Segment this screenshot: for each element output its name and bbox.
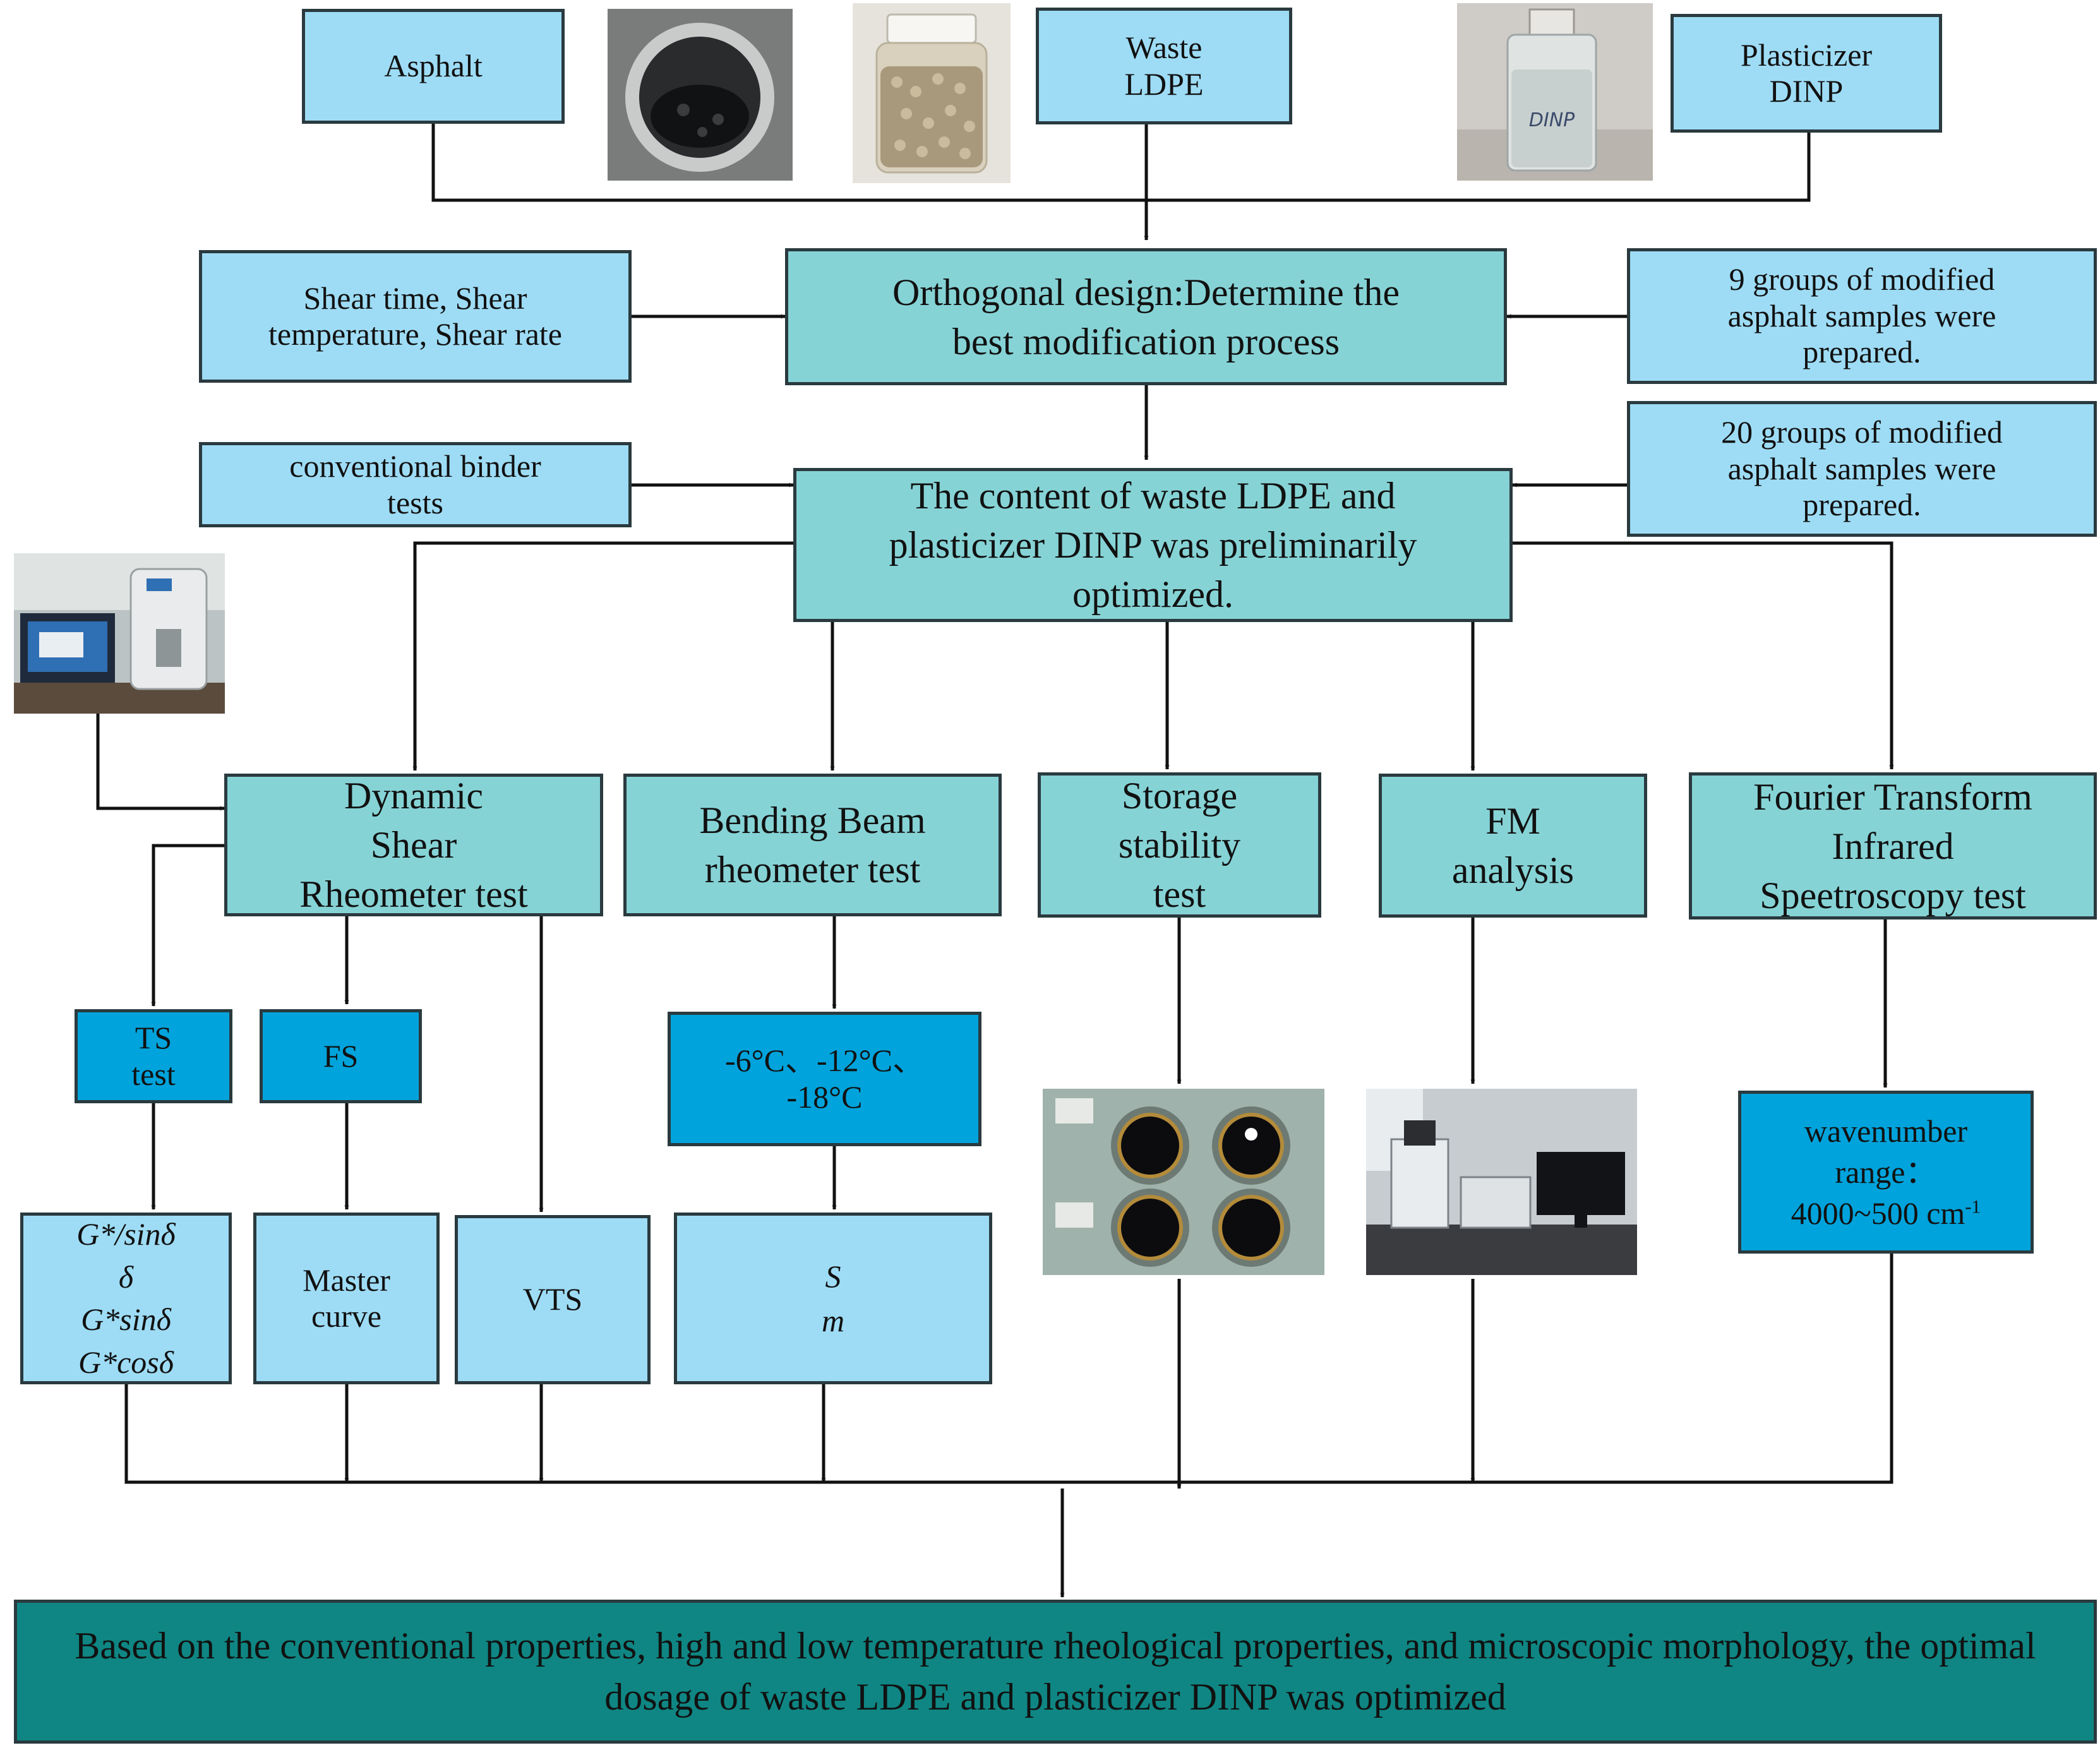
storage-samples-photo bbox=[1043, 1089, 1324, 1275]
ts-test-box: TS test bbox=[75, 1009, 232, 1103]
ftir-test-box: Fourier Transform Infrared Speetroscopy … bbox=[1689, 772, 2097, 919]
wavenumber-box: wavenumber range： 4000~500 cm-1 bbox=[1738, 1091, 2034, 1254]
conventional-binder-tests-box: conventional binder tests bbox=[199, 442, 632, 527]
dinp-bottle-photo: DINP bbox=[1457, 3, 1653, 181]
storage-stability-box: Storage stability test bbox=[1038, 772, 1321, 918]
wavenumber-value: 4000~500 cm bbox=[1791, 1195, 1965, 1231]
bbr-temperatures-box: -6°C、-12°C、 -18°C bbox=[668, 1012, 981, 1146]
conclusion-box: Based on the conventional properties, hi… bbox=[14, 1600, 2097, 1744]
bbr-parameters-box: S m bbox=[674, 1213, 992, 1384]
asphalt-box: Asphalt bbox=[302, 9, 565, 124]
ts-parameters-box: G*/sinδ δ G*sinδ G*cosδ bbox=[20, 1213, 232, 1384]
waste-ldpe-box: Waste LDPE bbox=[1036, 8, 1292, 124]
inputs-merge-line bbox=[431, 124, 1811, 202]
nine-groups-box: 9 groups of modified asphalt samples wer… bbox=[1627, 248, 2097, 384]
shear-parameters-box: Shear time, Shear temperature, Shear rat… bbox=[199, 250, 632, 383]
twenty-groups-box: 20 groups of modified asphalt samples we… bbox=[1627, 401, 2097, 537]
wavenumber-label: wavenumber range： bbox=[1804, 1113, 1968, 1190]
to-dsr-arrow bbox=[412, 541, 793, 771]
wavenumber-exponent: -1 bbox=[1965, 1195, 1981, 1217]
bbr-test-box: Bending Beam rheometer test bbox=[623, 774, 1002, 916]
dinp-handwritten-label: DINP bbox=[1529, 109, 1575, 131]
dsr-instrument-photo bbox=[14, 553, 225, 714]
orthogonal-design-box: Orthogonal design:Determine the best mod… bbox=[785, 248, 1507, 385]
ldpe-pellets-photo bbox=[853, 3, 1011, 183]
fs-box: FS bbox=[260, 1009, 422, 1103]
fluorescence-microscope-photo bbox=[1366, 1089, 1637, 1275]
master-curve-box: Master curve bbox=[253, 1213, 440, 1384]
outputs-merge-line bbox=[124, 1254, 1893, 1484]
photo-to-dsr-arrow bbox=[96, 714, 225, 811]
vts-box: VTS bbox=[455, 1215, 651, 1384]
dsr-test-box: Dynamic Shear Rheometer test bbox=[224, 774, 603, 916]
fm-analysis-box: FM analysis bbox=[1379, 774, 1647, 918]
dsr-to-ts-arrow bbox=[151, 844, 224, 1007]
content-optimization-box: The content of waste LDPE and plasticize… bbox=[793, 468, 1513, 622]
plasticizer-dinp-box: Plasticizer DINP bbox=[1671, 14, 1942, 133]
asphalt-photo bbox=[608, 9, 793, 181]
to-ftir-arrow bbox=[1513, 541, 1894, 770]
